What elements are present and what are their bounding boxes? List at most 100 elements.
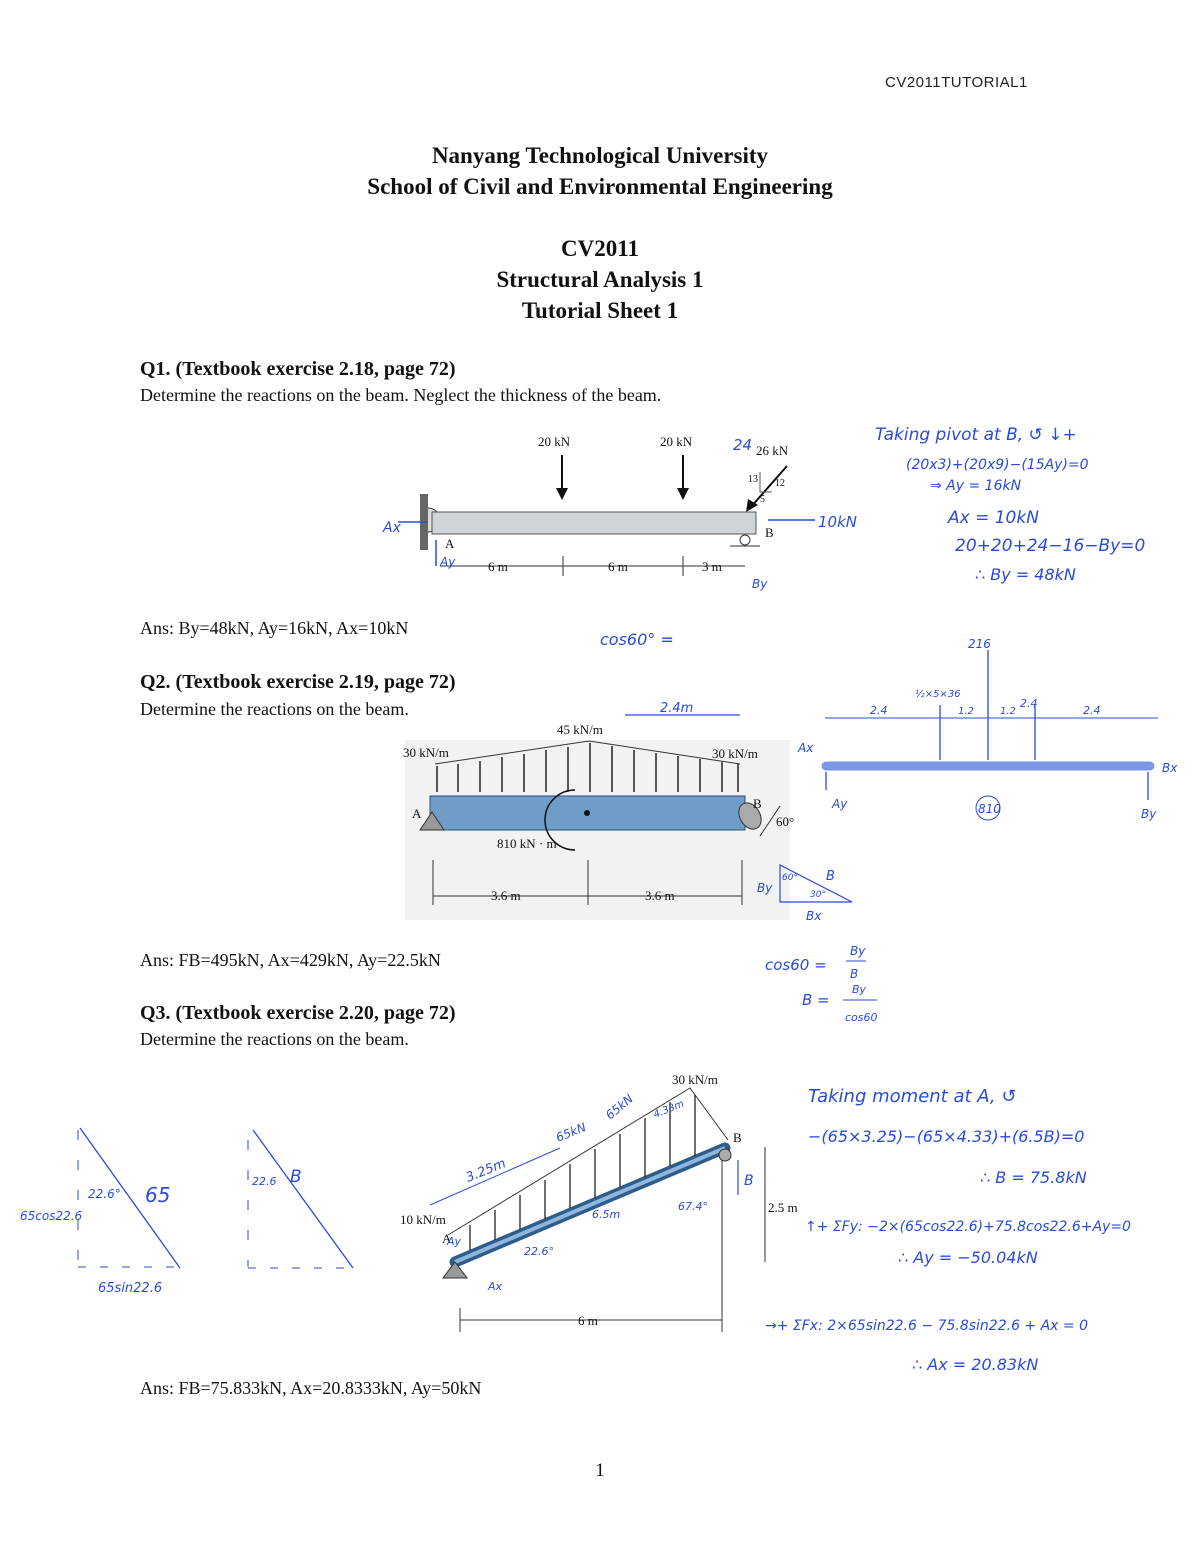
course-code: CV2011 <box>561 236 639 261</box>
q2-prompt: Determine the reactions on the beam. <box>140 699 409 719</box>
q2-heading: Q2. (Textbook exercise 2.19, page 72) <box>140 671 456 693</box>
q2-w-mid: 45 kN/m <box>557 722 603 737</box>
q1-label-a: A <box>445 536 455 551</box>
q1-10kn-note: 10kN <box>818 513 857 531</box>
q1-slope-13: 13 <box>748 474 758 485</box>
q3-height: 2.5 m <box>768 1200 798 1215</box>
q3-tri1-angle: 22.6° <box>88 1187 121 1201</box>
q1-beam <box>431 511 757 535</box>
q3-label-a: A <box>442 1231 452 1246</box>
q3-label-b: B <box>733 1130 742 1145</box>
q3-b-note: B <box>744 1173 754 1189</box>
q2-cos-line1-den: B <box>850 967 858 981</box>
q2-tri-by: By <box>757 881 773 895</box>
q3-len-65: 6.5m <box>592 1208 620 1221</box>
q3-calc-line5: ∴ Ay = −50.04kN <box>898 1248 1038 1267</box>
q2-fbd-tri: ½×5×36 <box>915 688 961 700</box>
q1-load3-arrow <box>749 465 788 509</box>
q2-load-arrows <box>436 743 739 792</box>
q2-answer: Ans: FB=495kN, Ax=429kN, Ay=22.5kN <box>140 950 441 970</box>
q2-force-triangle <box>779 864 853 903</box>
q1-load2-label: 20 kN <box>660 434 693 449</box>
q1-ay-note: Ay <box>439 555 456 569</box>
q2-fbd-bx: Bx <box>1162 761 1178 775</box>
q3-calc-line1: Taking moment at A, ↺ <box>808 1086 1016 1107</box>
q2-fbd-by: By <box>1141 807 1157 821</box>
q2-beam-center <box>584 810 590 816</box>
q3-heading: Q3. (Textbook exercise 2.20, page 72) <box>140 1002 456 1024</box>
q1-answer: Ans: By=48kN, Ay=16kN, Ax=10kN <box>140 618 409 638</box>
q3-calc-line7: ∴ Ax = 20.83kN <box>912 1355 1038 1374</box>
q3-tri2-hyp <box>252 1129 354 1269</box>
q2-label-a: A <box>412 806 422 821</box>
q2-rocker-b <box>738 802 762 830</box>
q1-prompt: Determine the reactions on the beam. Neg… <box>140 385 662 405</box>
q1-dim1: 6 m <box>488 559 508 574</box>
q2-w-right: 30 kN/m <box>712 746 758 761</box>
q3-load-outline <box>447 1087 729 1236</box>
q1-calc-line5: 20+20+24−16−By=0 <box>955 536 1145 556</box>
q1-load1-label: 20 kN <box>538 434 571 449</box>
sheet-title: Tutorial Sheet 1 <box>521 298 679 323</box>
course-name: Structural Analysis 1 <box>496 267 704 292</box>
q2-dim2: 3.6 m <box>645 888 675 903</box>
q2-cos-line1-num: By <box>850 944 866 958</box>
q3-calc-line3: ∴ B = 75.8kN <box>980 1168 1087 1187</box>
q1-calc-line2: (20x3)+(20x9)−(15Ay)=0 <box>906 457 1089 473</box>
q3-tri1-sin: 65sin22.6 <box>98 1281 162 1296</box>
q1-calc-line4: Ax = 10kN <box>947 508 1039 528</box>
title-block: Nanyang Technological University School … <box>0 140 1200 202</box>
q3-len-325: 3.25m <box>464 1156 508 1185</box>
q1-load2-head <box>677 488 689 500</box>
q3-run: 6 m <box>578 1313 598 1328</box>
document-code: CV2011TUTORIAL1 <box>885 74 1028 91</box>
q3-calc-line2: −(65×3.25)−(65×4.33)+(6.5B)=0 <box>808 1127 1084 1146</box>
q1-load3-head <box>746 499 758 512</box>
q2-dim1: 3.6 m <box>491 888 521 903</box>
q3-len-arrow <box>429 1147 561 1206</box>
q3-ax-note: Ax <box>487 1280 503 1293</box>
q2-fbd-216: 216 <box>968 637 991 651</box>
q3-load-arrows <box>469 1095 696 1250</box>
q1-slope-12: 12 <box>775 478 785 489</box>
q2-load-outline <box>434 740 741 765</box>
q2-fbd-d1: 2.4 <box>870 704 888 717</box>
q1-slope-triangle <box>759 472 772 493</box>
page-number: 1 <box>595 1460 605 1481</box>
q3-tri2-angle: 22.6 <box>252 1175 277 1188</box>
q3-f2: 65kN <box>603 1092 636 1123</box>
q3-answer: Ans: FB=75.833kN, Ax=20.8333kN, Ay=50kN <box>140 1378 482 1398</box>
q2-incline-b <box>759 805 781 837</box>
q3-w-top: 30 kN/m <box>672 1072 718 1087</box>
q3-w-bottom: 10 kN/m <box>400 1212 446 1227</box>
q3-tri2-b: B <box>290 1167 302 1187</box>
q3-tri1-65: 65 <box>145 1183 170 1207</box>
q3-pin-a <box>442 1261 468 1279</box>
q2-fbd-ay: Ay <box>831 797 848 811</box>
q3-roller-b <box>718 1148 732 1162</box>
q1-label-b: B <box>765 525 774 540</box>
q1-slope-5: 5 <box>760 494 765 505</box>
q3-len-433: 4.33m <box>652 1098 686 1120</box>
q3-tri1-cos: 65cos22.6 <box>20 1209 83 1223</box>
q2-cos-line2-left: B = <box>802 991 830 1009</box>
university-name: Nanyang Technological University <box>431 143 769 168</box>
q3-tri1-hyp <box>79 1127 181 1269</box>
q1-load1-head <box>556 488 568 500</box>
school-name: School of Civil and Environmental Engine… <box>367 174 833 199</box>
q3-angle-674: 67.4° <box>678 1200 708 1213</box>
q3-angle-226: 22.6° <box>524 1245 554 1258</box>
q1-dim2: 6 m <box>608 559 628 574</box>
q2-moment-arc <box>544 789 576 851</box>
q2-fbd-moment <box>975 795 1001 821</box>
q2-tri-30: 30° <box>810 890 826 900</box>
q3-calc-line6: →+ ΣFx: 2×65sin22.6 − 75.8sin22.6 + Ax =… <box>765 1318 1088 1334</box>
q2-fbd-moment-label: 810 <box>978 802 1001 816</box>
q1-dim3: 3 m <box>702 559 722 574</box>
q1-calc-line1: Taking pivot at B, ↺ ↓+ <box>875 425 1077 445</box>
q2-w-left: 30 kN/m <box>403 745 449 760</box>
course-block: CV2011 Structural Analysis 1 Tutorial Sh… <box>0 233 1200 326</box>
